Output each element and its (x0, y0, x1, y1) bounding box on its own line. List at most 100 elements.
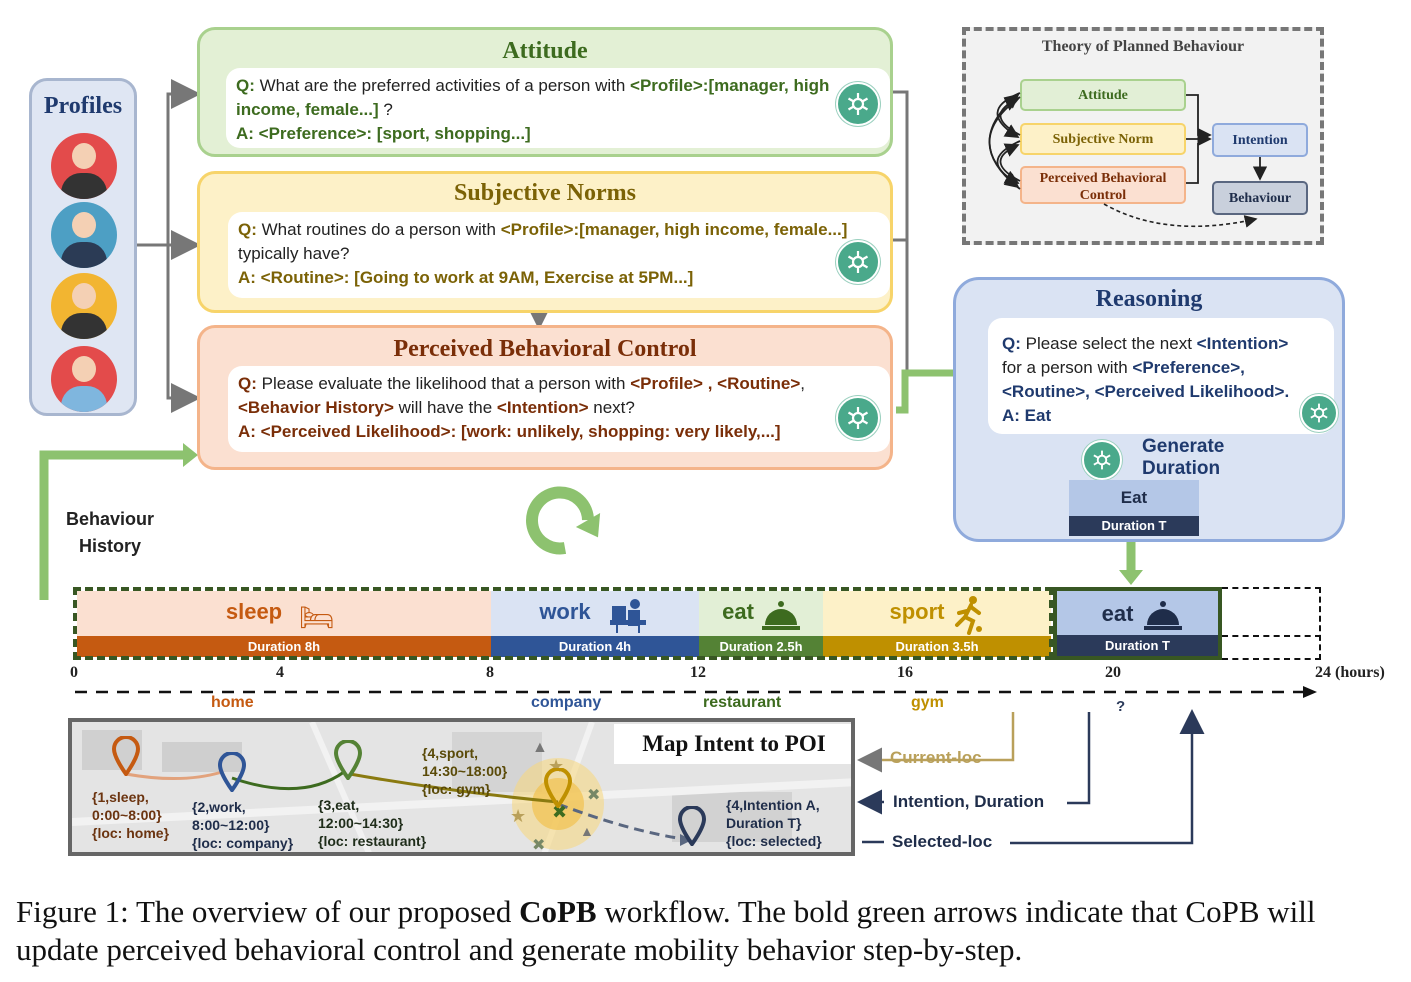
avatar (51, 133, 117, 199)
answer-text: A: <Routine>: [Going to work at 9AM, Exe… (238, 268, 694, 287)
tick-0: 0 (70, 664, 78, 681)
tpb-subjective-norm: Subjective Norm (1020, 123, 1186, 155)
intention-tag: <Intention> (496, 398, 589, 417)
avatar (51, 202, 117, 268)
chatgpt-icon (836, 82, 880, 126)
generate-line2: Duration (1142, 458, 1221, 479)
answer-text: A: <Perceived Likelihood>: [work: unlike… (238, 422, 781, 441)
segment-label: sleep (225, 599, 283, 624)
poi3-line2: 12:00~14:30} (318, 815, 404, 831)
question-text: What are the preferred activities of a p… (259, 76, 631, 95)
question-end: ? (378, 100, 393, 119)
tick-12: 12 (690, 664, 706, 681)
tpb-title: Theory of Planned Behaviour (1041, 38, 1245, 55)
poi2-line3: {loc: company} (192, 835, 294, 851)
routine-likelihood-tag: <Routine>, <Perceived Likelihood>. (1002, 382, 1290, 401)
tpb-intention: Intention (1212, 123, 1308, 157)
cloche-icon (761, 599, 801, 633)
tick-16: 16 (897, 664, 913, 681)
caption-bold: CoPB (519, 894, 597, 929)
reasoning-qa: Q: Please select the next <Intention> fo… (988, 318, 1334, 434)
reasoning-eat-block: Eat Duration T (1069, 480, 1199, 536)
refresh-cycle-icon (526, 486, 601, 555)
caption-suffix: workflow. The bold green arrows indicate… (16, 894, 1316, 967)
location-pin-icon (678, 806, 706, 846)
question-text: Please evaluate the likelihood that a pe… (261, 374, 631, 393)
location-pin-icon (218, 752, 246, 792)
poi4-line3: {loc: gym} (422, 781, 491, 797)
generate-duration-label: Generate Duration (1142, 436, 1224, 480)
q-prefix: Q: (238, 220, 257, 239)
attitude-title: Attitude (502, 38, 588, 64)
cloche-icon (1143, 599, 1183, 633)
preference-tag: <Preference>, (1132, 358, 1245, 377)
segment-label: work (539, 599, 591, 624)
segment-duration: Duration 3.5h (823, 636, 1051, 657)
place-home: home (211, 694, 254, 711)
poi4-line1: {4,sport, (422, 745, 479, 761)
reasoning-duration-bar: Duration T (1069, 516, 1199, 536)
poi1-line3: {loc: home} (92, 825, 170, 841)
profile-tag: <Profile> (630, 374, 703, 393)
location-pin-icon (112, 736, 140, 776)
poi5-line2: Duration T} (726, 815, 802, 831)
q-prefix: Q: (236, 76, 255, 95)
behaviour-history-label: Behaviour History (56, 506, 164, 560)
chatgpt-icon (1300, 394, 1338, 432)
legend-selected-loc: Selected-loc (892, 832, 993, 851)
segment-duration: Duration 2.5h (699, 636, 823, 657)
generate-line1: Generate (1142, 436, 1225, 457)
answer-text: A: Eat (1002, 406, 1052, 425)
reasoning-eat-label: Eat (1120, 488, 1148, 507)
timeline-segment-sport: sport Duration 3.5h (823, 591, 1051, 657)
tick-24: 24 (hours) (1315, 664, 1385, 681)
chatgpt-icon (836, 396, 880, 440)
timeline-segment-sleep: sleep 🛏 Duration 8h (77, 591, 491, 657)
tpb-pbc-line1: Perceived Behavioral (1039, 171, 1167, 186)
timeline-segment-work: work Duration 4h (491, 591, 699, 657)
location-pin-icon (544, 768, 572, 808)
attitude-qa: Q: What are the preferred activities of … (226, 68, 890, 148)
poi5-line1: {4,Intention A, (726, 797, 820, 813)
poi1-line2: 0:00~8:00} (92, 807, 162, 823)
location-pin-icon (334, 740, 362, 780)
routine-tag: <Routine> (717, 374, 801, 393)
poi5-line3: {loc: selected} (726, 833, 822, 849)
avatar (51, 346, 117, 412)
profile-tag: <Profile>:[manager, high income, female.… (500, 220, 848, 239)
svg-text:★: ★ (510, 806, 526, 826)
attitude-panel: Attitude Q: What are the preferred activ… (197, 27, 893, 157)
bed-icon: 🛏 (299, 602, 335, 633)
poi2-line1: {2,work, (192, 799, 246, 815)
svg-text:▲: ▲ (532, 739, 548, 756)
map-panel: ▲ ★ ★ ✖ ✖ ▲ ✖ Map Intent to POI {1,sleep… (68, 718, 855, 856)
profile-tag: <Profile>:[manager, high income, female.… (236, 76, 830, 119)
separator: , (702, 374, 718, 393)
poi1-line1: {1,sleep, (92, 789, 149, 805)
comma: , (800, 374, 805, 393)
question-text-2: will have the (393, 398, 497, 417)
subjective-norms-title: Subjective Norms (454, 180, 636, 206)
chatgpt-icon (836, 240, 880, 284)
tpb-attitude: Attitude (1020, 79, 1186, 111)
reasoning-panel: Reasoning Q: Please select the next <Int… (953, 277, 1345, 542)
timeline-segment-next-eat: eat Duration T (1053, 587, 1222, 660)
place-company: company (531, 694, 602, 711)
tick-4: 4 (276, 664, 284, 681)
q-prefix: Q: (1002, 334, 1021, 353)
running-icon (951, 595, 987, 635)
poi-label-3: {3,eat, 12:00~14:30} {loc: restaurant} (318, 796, 426, 850)
history-dashed-frame (73, 587, 1053, 660)
svg-text:✖: ✖ (532, 837, 545, 854)
poi3-line3: {loc: restaurant} (318, 833, 427, 849)
profiles-title: Profiles (43, 93, 123, 119)
future-dashed-divider (1222, 635, 1321, 637)
poi4-line2: 14:30~18:00} (422, 763, 508, 779)
question-text: What routines do a person with (261, 220, 501, 239)
svg-text:✖: ✖ (587, 787, 600, 804)
pbc-title: Perceived Behavioral Control (393, 336, 697, 362)
map-title: Map Intent to POI (614, 724, 851, 764)
tpb-panel: Theory of Planned Behaviour Attitude Sub… (962, 27, 1324, 245)
poi3-line1: {3,eat, (318, 797, 360, 813)
profiles-panel: Profiles (29, 78, 137, 416)
